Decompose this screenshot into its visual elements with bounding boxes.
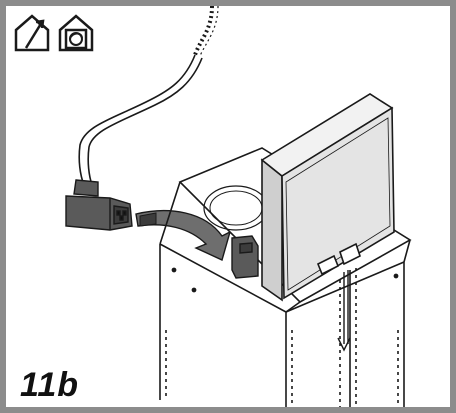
illustration xyxy=(14,6,412,407)
power-cable xyxy=(78,54,203,186)
step-label: 11b xyxy=(20,366,80,404)
house-recirculation-icon xyxy=(58,14,94,52)
power-socket xyxy=(231,235,259,279)
dotted-cable xyxy=(193,6,214,56)
electronics-box xyxy=(260,93,395,302)
internal-cable xyxy=(337,270,351,352)
power-plug xyxy=(65,179,133,231)
house-extraction-icon xyxy=(14,14,50,52)
insertion-arrow xyxy=(135,209,232,261)
